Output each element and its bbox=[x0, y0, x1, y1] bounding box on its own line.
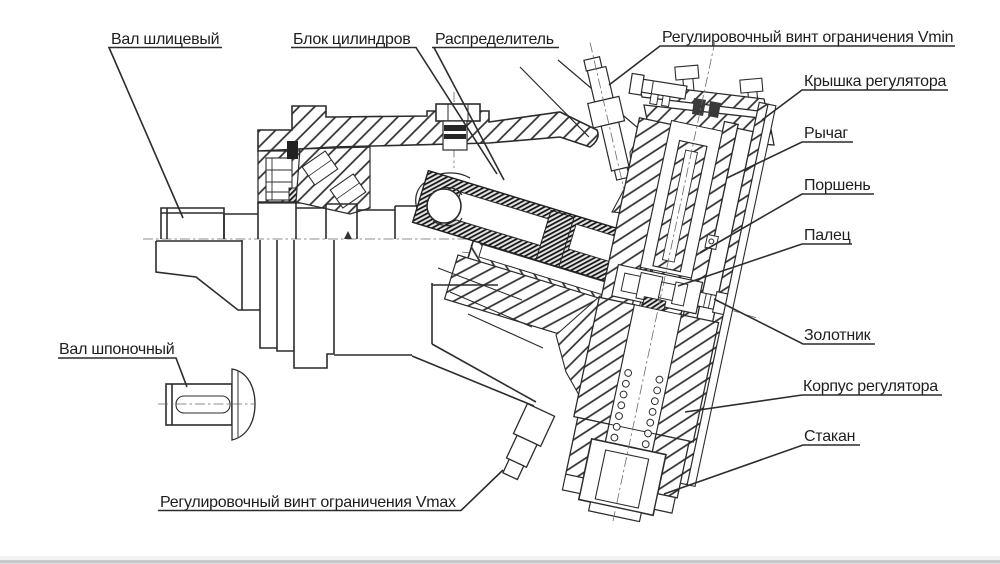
svg-text:Рычаг: Рычаг bbox=[804, 125, 848, 142]
svg-text:Палец: Палец bbox=[804, 227, 851, 244]
svg-text:Распределитель: Распределитель bbox=[435, 31, 554, 48]
svg-text:Блок цилиндров: Блок цилиндров bbox=[293, 31, 411, 48]
svg-text:Вал шпоночный: Вал шпоночный bbox=[59, 341, 175, 358]
svg-text:Регулировочный винт ограничени: Регулировочный винт ограничения Vmin bbox=[662, 29, 953, 46]
svg-text:Стакан: Стакан bbox=[804, 428, 855, 445]
svg-text:Золотник: Золотник bbox=[804, 327, 872, 344]
svg-text:Вал шлицевый: Вал шлицевый bbox=[111, 31, 219, 48]
svg-text:Поршень: Поршень bbox=[804, 177, 870, 194]
svg-text:Корпус регулятора: Корпус регулятора bbox=[803, 378, 938, 395]
svg-text:Регулировочный винт ограничени: Регулировочный винт ограничения Vmax bbox=[160, 494, 456, 511]
svg-text:Крышка регулятора: Крышка регулятора bbox=[804, 73, 946, 90]
